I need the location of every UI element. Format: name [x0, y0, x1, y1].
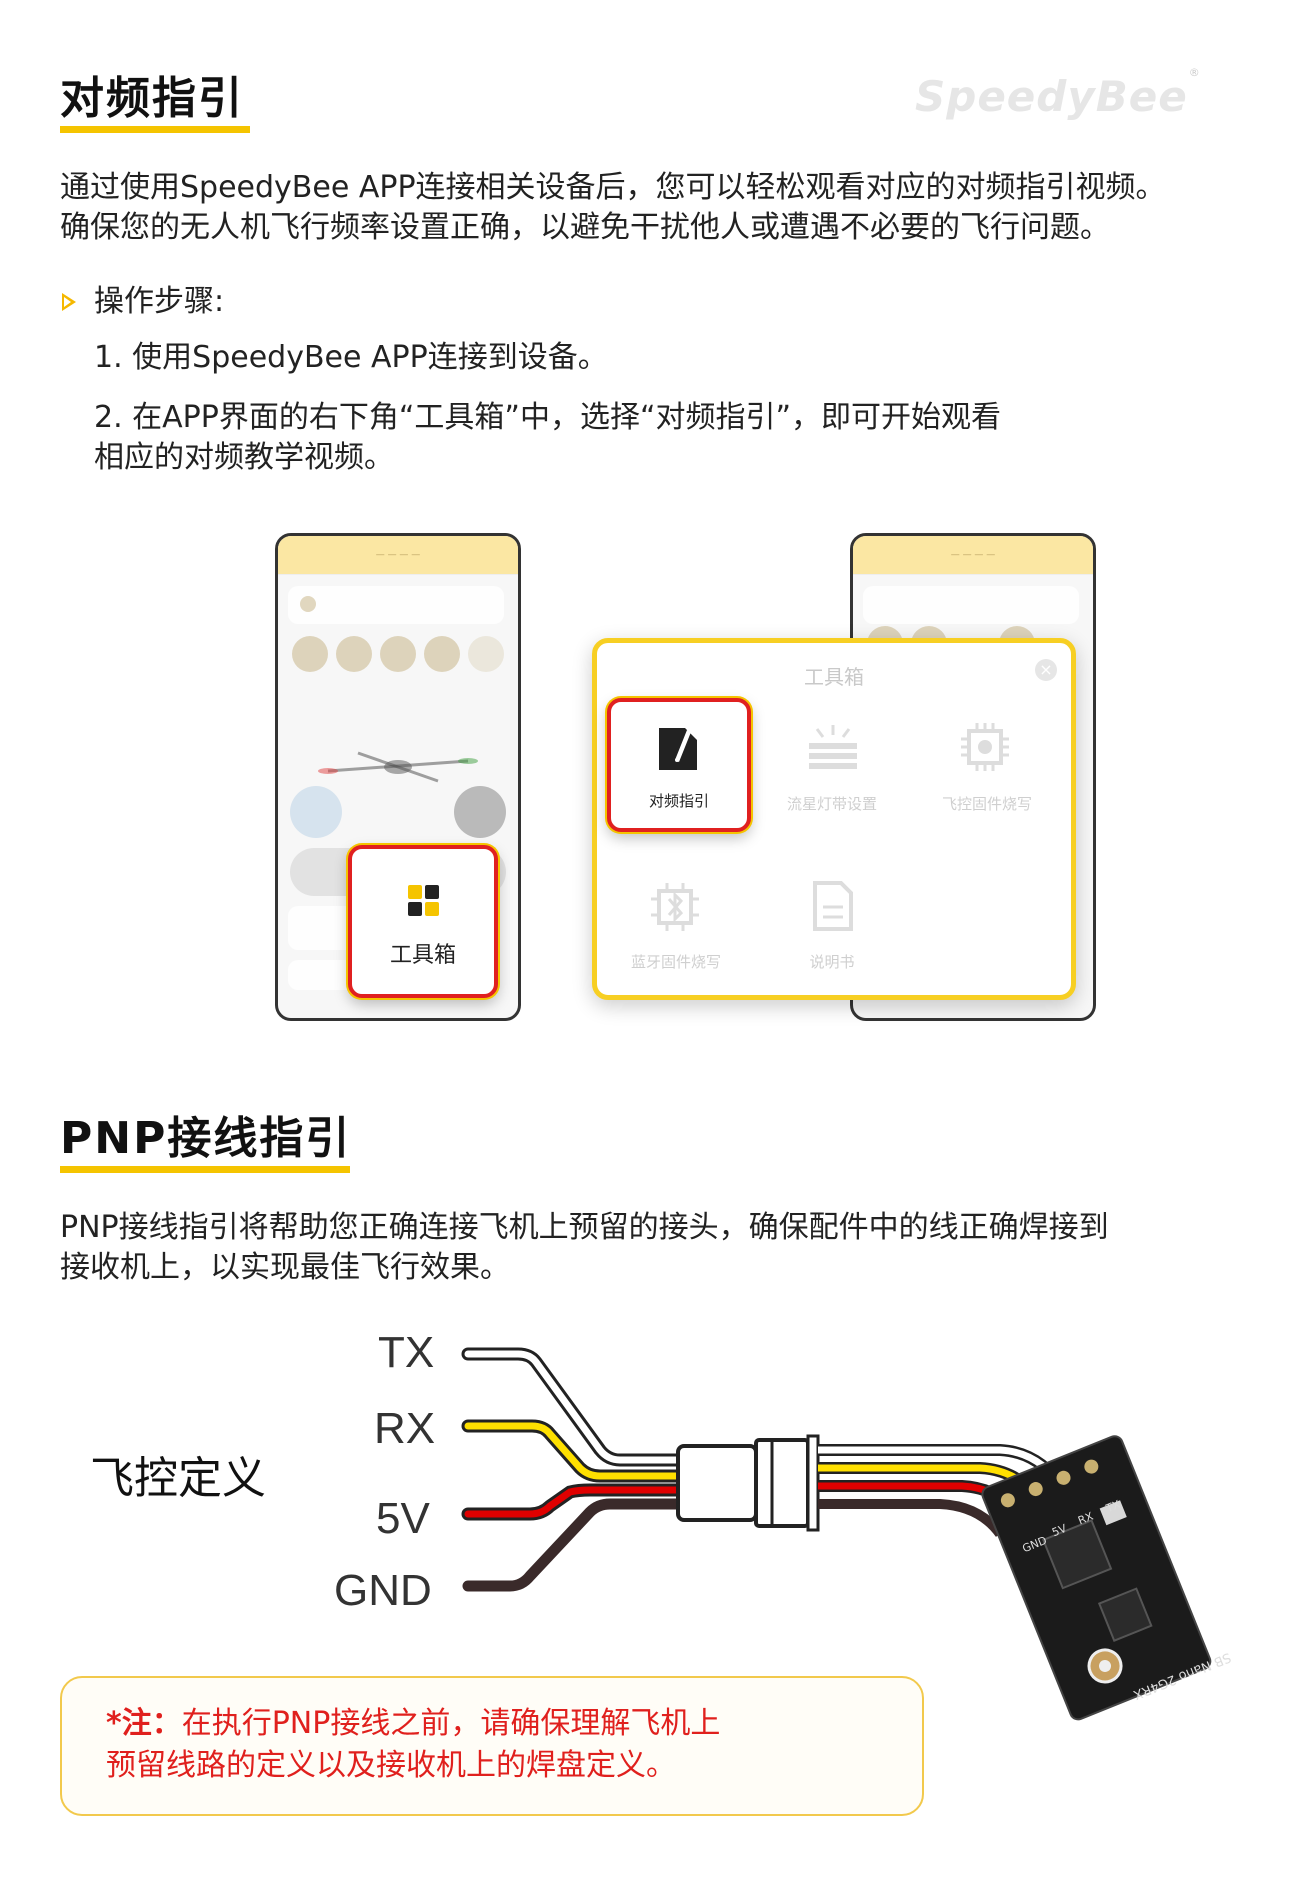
toolbox-icon [408, 885, 440, 917]
title-underline [60, 1166, 350, 1173]
section-title-pnp: PNP接线指引 [60, 1113, 352, 1164]
attitude-indicator-icon [290, 786, 342, 838]
speedybee-logo: SpeedyBee® [915, 66, 1200, 121]
phone-screenshot-left: — — — — [275, 533, 521, 1021]
modal-item-label: 对频指引 [648, 792, 709, 810]
manual-icon [813, 881, 853, 931]
section-title-pairing: 对频指引 [60, 73, 244, 124]
step-2-line-2: 相应的对频教学视频。 [94, 440, 394, 475]
note-line-2: 预留线路的定义以及接收机上的焊盘定义。 [106, 1748, 676, 1783]
pnp-intro-line-2: 接收机上，以实现最佳飞行效果。 [60, 1250, 510, 1285]
chip-icon [961, 723, 1009, 771]
modal-item-label: 蓝牙固件烧写 [630, 953, 721, 971]
note-box: *注：在执行PNP接线之前，请确保理解飞机上 预留线路的定义以及接收机上的焊盘定… [60, 1676, 924, 1816]
flight-controller-label: 飞控定义 [90, 1453, 266, 1504]
receiver-board [981, 1435, 1212, 1721]
toolbox-button-highlight[interactable]: 工具箱 [348, 845, 498, 998]
wire-label-rx: RX [374, 1404, 436, 1453]
modal-item-label: 说明书 [809, 953, 855, 971]
wiring-diagram [461, 1347, 1212, 1721]
light-strip-icon [809, 725, 857, 769]
step-1: 1. 使用SpeedyBee APP连接到设备。 [94, 340, 608, 375]
bullet-triangle-icon [62, 293, 76, 311]
compass-icon [454, 786, 506, 838]
pnp-intro-line-1: PNP接线指引将帮助您正确连接飞机上预留的接头，确保配件中的线正确焊接到 [60, 1210, 1109, 1245]
title-underline [60, 126, 250, 133]
phone-header: — — — — [278, 536, 518, 575]
note-line-1: *注：在执行PNP接线之前，请确保理解飞机上 [106, 1704, 720, 1744]
intro-line-1: 通过使用SpeedyBee APP连接相关设备后，您可以轻松观看对应的对频指引视… [60, 170, 1166, 205]
modal-title: 工具箱 [804, 665, 864, 689]
modal-item-label: 流星灯带设置 [786, 795, 877, 813]
drone-illustration [318, 751, 478, 783]
close-icon[interactable]: × [1035, 659, 1057, 681]
registered-mark: ® [1188, 66, 1200, 79]
note-line-1-text: 在执行PNP接线之前，请确保理解飞机上 [181, 1706, 721, 1741]
wire-label-tx: TX [378, 1328, 435, 1377]
toolbox-label: 工具箱 [389, 943, 456, 968]
wire-label-5v: 5V [376, 1494, 430, 1543]
wire-label-gnd: GND [334, 1566, 432, 1615]
document-pen-icon [659, 728, 697, 770]
steps-heading: 操作步骤: [94, 284, 225, 319]
intro-line-2: 确保您的无人机飞行频率设置正确，以避免干扰他人或遭遇不必要的飞行问题。 [60, 210, 1110, 245]
step-2-line-1: 2. 在APP界面的右下角“工具箱”中，选择“对频指引”，即可开始观看 [94, 400, 1002, 435]
brand-wordmark: SpeedyBee [915, 72, 1188, 121]
bluetooth-chip-icon [651, 883, 699, 931]
modal-item-label: 飞控固件烧写 [941, 795, 1032, 813]
note-prefix: *注： [106, 1706, 182, 1741]
pairing-guide-item-highlight[interactable]: 对频指引 [607, 698, 751, 832]
